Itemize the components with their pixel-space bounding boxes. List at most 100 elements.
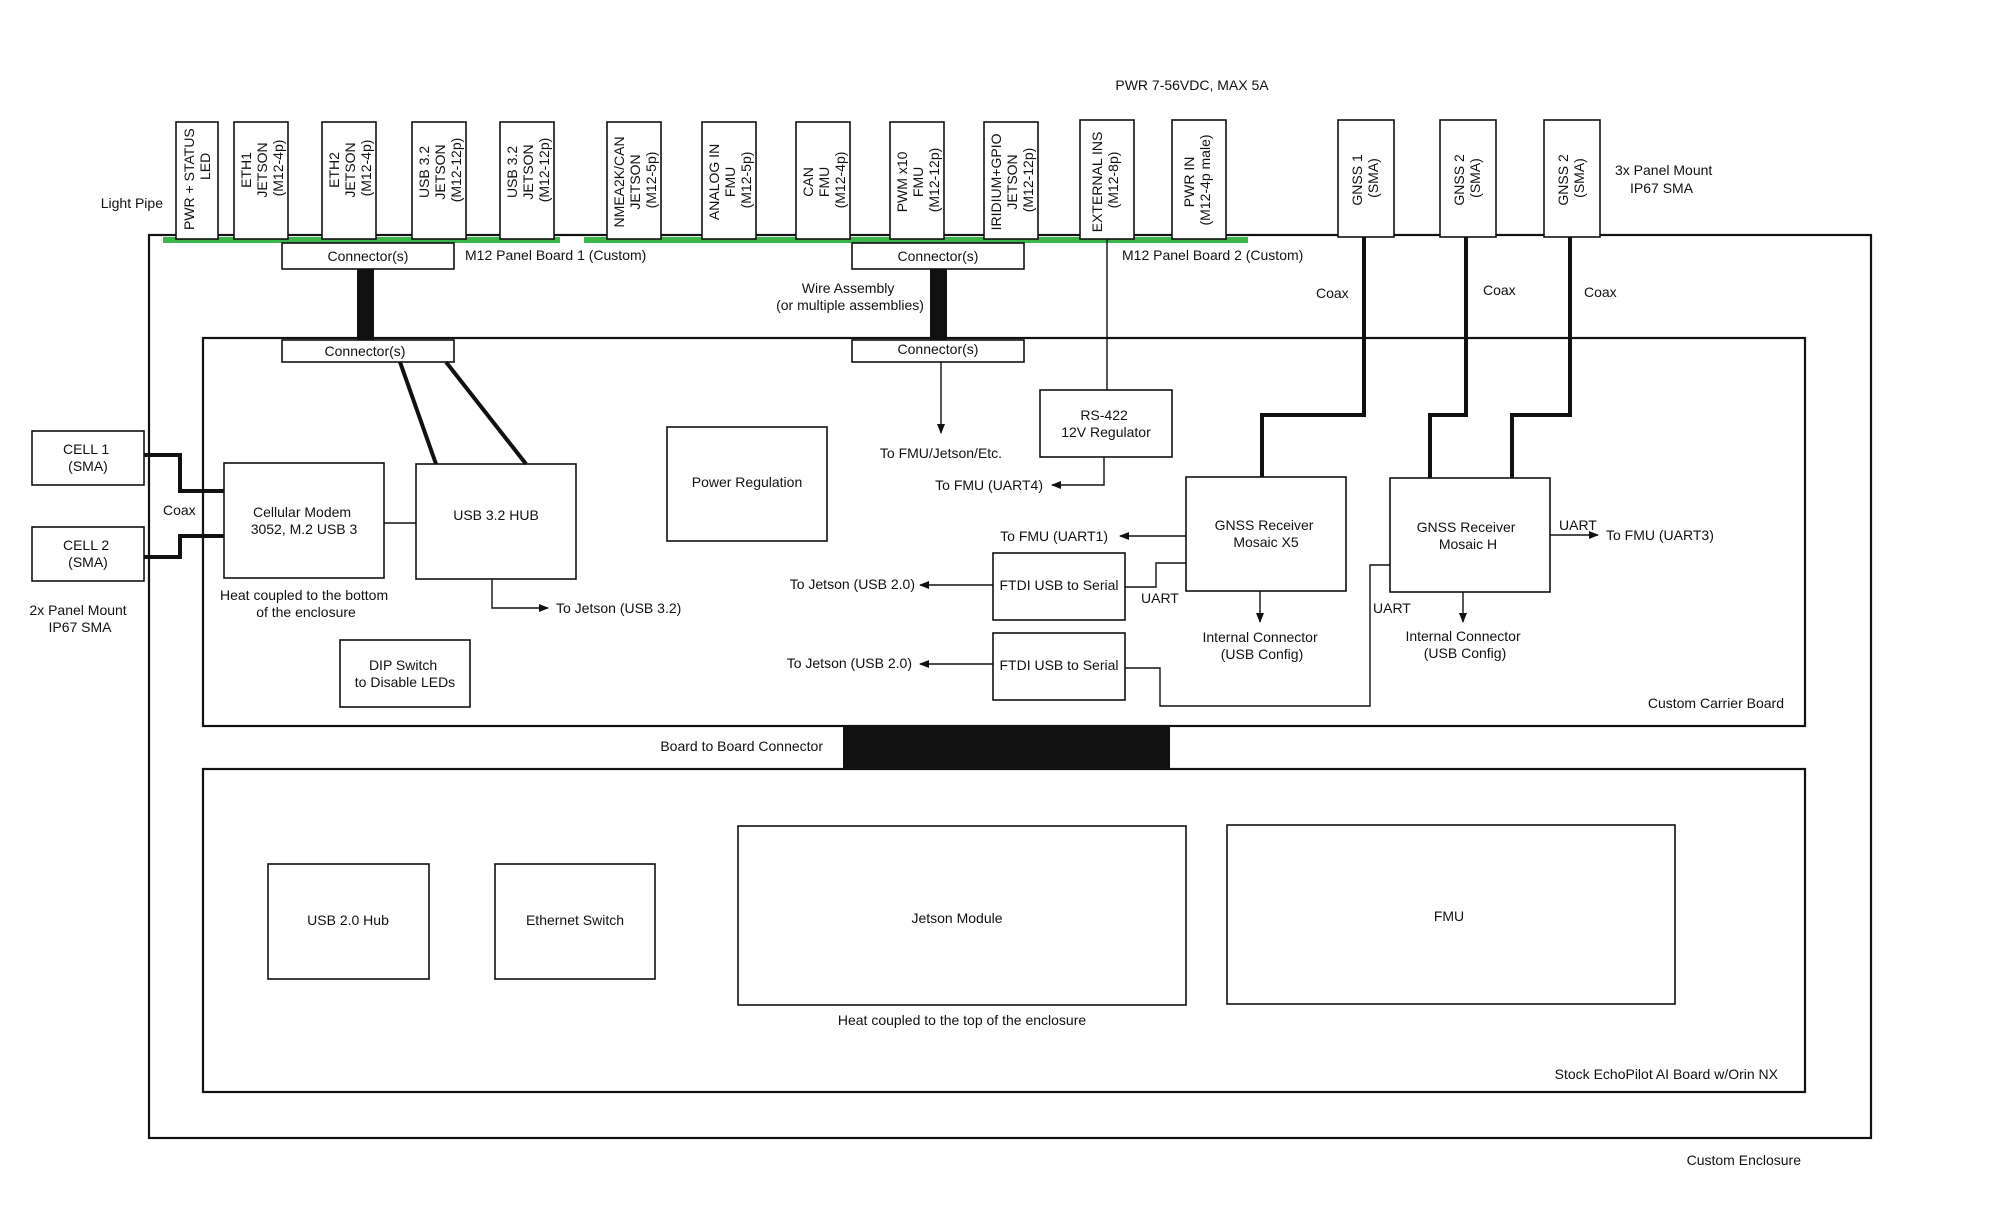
carrier-connector-2: [851, 339, 1025, 363]
connector-pwm-fmu: PWM x10 FMU (M12-12p): [889, 121, 945, 240]
usb20-hub-label: USB 2.0 Hub: [307, 912, 389, 928]
gnss-receiver-h: [1389, 477, 1551, 593]
connector-label-line: NMEA2K/CAN: [611, 136, 627, 227]
coax-gnss3: [1510, 237, 1572, 478]
svg-text:ETH1 JETSON (M: ETH1 JETSON (M12-4p): [238, 138, 286, 197]
to-jetson-usb32-label: To Jetson (USB 3.2): [556, 600, 681, 616]
ftdi-usb-serial-1: [992, 552, 1126, 621]
dip-switch-label: DIP Switch to Disable LEDs: [355, 657, 455, 690]
connector-eth2-jetson: ETH2 JETSON (M12-4p): [321, 121, 377, 240]
connector-label-line: (M12-12p): [926, 148, 942, 213]
connector-label-line: JETSON: [432, 144, 448, 199]
cellular-modem-label: Cellular Modem 3052, M.2 USB 3: [251, 504, 358, 537]
carrier-connector-2-label: Connector(s): [898, 341, 979, 357]
coax-cell2: [144, 534, 224, 559]
connector-label-line: LED: [197, 153, 213, 180]
coax-cell1: [144, 453, 224, 493]
connector-label-line: FMU: [910, 167, 926, 197]
usb32-hub: [415, 463, 577, 580]
cellular-modem: [223, 462, 385, 579]
connector-label-line: ETH2: [326, 152, 342, 188]
coax-label-gnss3: Coax: [1584, 284, 1617, 300]
carrier-connector-1: [281, 339, 455, 363]
ftdi-1-label: FTDI USB to Serial: [999, 577, 1118, 593]
connector-label-line: USB 3.2: [416, 146, 432, 198]
panel-2-connector-box: [851, 242, 1025, 270]
to-fmu-uart1-label: To FMU (UART1): [1000, 528, 1108, 544]
svg-text:PWM x10 FMU (M: PWM x10 FMU (M12-12p): [894, 148, 942, 213]
svg-text:EXTERNAL INS (M12-8p): EXTERNAL INS (M12-8p): [1089, 128, 1121, 233]
cell-panel-mount-label: 2x Panel Mount IP67 SMA: [29, 602, 130, 635]
ftdi-usb-serial-2: [992, 632, 1126, 701]
gnss3-sma: GNSS 2 (SMA): [1543, 119, 1601, 238]
connector-label-line: JETSON: [627, 154, 643, 209]
dip-switch: [339, 639, 471, 708]
connector-label-line: JETSON: [1004, 154, 1020, 209]
connector-can-fmu: CAN FMU (M12-4p): [795, 121, 851, 240]
hub-wire-1: [398, 361, 438, 465]
coax-gnss2: [1428, 237, 1468, 478]
panel-board-1-label: M12 Panel Board 1 (Custom): [465, 247, 646, 263]
svg-text:ETH2 JETSON (M: ETH2 JETSON (M12-4p): [326, 138, 374, 197]
connector-label-line: (M12-4p male): [1197, 134, 1213, 225]
connector-label-line: JETSON: [520, 144, 536, 199]
rs422-label: RS-422 12V Regulator: [1061, 407, 1151, 440]
connector-label-line: GNSS 2: [1451, 154, 1467, 206]
h-internal-connector-label: Internal Connector (USB Config): [1405, 628, 1524, 661]
connector-analog-in-fmu: ANALOG IN FMU (M12-5p): [701, 121, 757, 240]
gnss1-sma: GNSS 1 (SMA): [1337, 119, 1395, 238]
svg-text:GNSS 1 (SMA): GNSS 1 (SMA): [1349, 150, 1381, 205]
board-to-board-connector: [843, 726, 1170, 769]
connector-pwr-in: PWR IN (M12-4p male): [1171, 119, 1227, 240]
connector-label-line: (M12-5p): [643, 152, 659, 209]
connector-label-line: (SMA): [1571, 158, 1587, 198]
connector-label-line: (M12-12p): [1020, 148, 1036, 213]
connector-iridium-gpio: IRIDIUM+GPIO JETSON (M12-12p): [983, 121, 1039, 240]
connector-label-line: (M12-12p): [536, 138, 552, 203]
connector-label-line: FMU: [722, 167, 738, 197]
connector-pwr-status-led: PWR + STATUS LED: [175, 121, 219, 240]
connector-label-line: PWR + STATUS: [181, 128, 197, 230]
svg-text:ANALOG IN FMU: ANALOG IN FMU (M12-5p): [706, 140, 754, 220]
connector-label-line: GNSS 2: [1555, 154, 1571, 206]
wire-assembly-1: [357, 269, 374, 341]
connector-label-line: FMU: [816, 167, 832, 197]
svg-text:CAN FMU (M12-4: CAN FMU (M12-4p): [800, 152, 848, 209]
coax-gnss1: [1260, 237, 1366, 477]
connector-label-line: (M12-8p): [1105, 152, 1121, 209]
cell1-sma: [31, 430, 145, 486]
light-pipe-label: Light Pipe: [101, 195, 163, 211]
svg-text:PWR IN (M12-4p male): PWR IN (M12-4p male): [1181, 134, 1213, 225]
connector-label-line: JETSON: [342, 142, 358, 197]
x5-internal-connector-label: Internal Connector (USB Config): [1202, 629, 1321, 662]
uart-label-h: UART: [1559, 517, 1597, 533]
gnss2-sma: GNSS 2 (SMA): [1439, 119, 1497, 238]
hub-wire-2: [444, 360, 528, 466]
rs422-to-fmu-arrow: [1051, 457, 1105, 489]
connector-label-line: (M12-4p): [358, 140, 374, 197]
ftdi1-uart-line: [1125, 562, 1186, 588]
connector-label-line: PWR IN: [1181, 157, 1197, 208]
gnss-panel-mount-label: 3x Panel Mount IP67 SMA: [1615, 162, 1716, 196]
rs422-regulator: [1039, 389, 1173, 458]
custom-carrier-board-label: Custom Carrier Board: [1648, 695, 1784, 711]
custom-enclosure-label: Custom Enclosure: [1687, 1152, 1802, 1168]
connector-label-line: (M12-12p): [448, 138, 464, 203]
connector-label-line: (SMA): [1467, 158, 1483, 198]
uart-label-ftdi2: UART: [1373, 600, 1411, 616]
gnss-receiver-x5: [1185, 476, 1347, 592]
coax-label-gnss2: Coax: [1483, 282, 1516, 298]
connector-label-line: (M12-4p): [270, 140, 286, 197]
jetson-heat-label: Heat coupled to the top of the enclosure: [838, 1012, 1086, 1028]
to-fmu-jetson-etc-label: To FMU/Jetson/Etc.: [880, 445, 1002, 461]
ethernet-switch: [494, 863, 656, 980]
modem-heat-label: Heat coupled to the bottom of the enclos…: [220, 587, 392, 620]
fmu-label: FMU: [1434, 908, 1464, 924]
gnss-receiver-h-label: GNSS Receiver Mosaic H: [1417, 519, 1520, 552]
power-spec-label: PWR 7-56VDC, MAX 5A: [1115, 77, 1269, 93]
connector-label-line: EXTERNAL INS: [1089, 132, 1105, 233]
connector-label-line: (M12-5p): [738, 152, 754, 209]
power-regulation-label: Power Regulation: [692, 474, 803, 490]
fmu: [1226, 824, 1676, 1005]
